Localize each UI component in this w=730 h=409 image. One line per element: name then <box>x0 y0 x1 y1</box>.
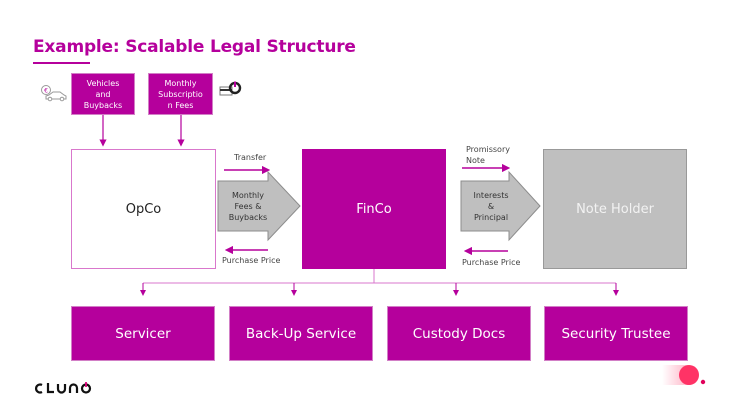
input-box-vehicles: Vehicles and Buybacks <box>71 73 135 115</box>
slide-title: Example: Scalable Legal Structure <box>33 37 356 57</box>
title-underline <box>33 62 90 64</box>
arrow-text-interests: Interests & Principal <box>473 191 509 222</box>
block-arrow-finco-note <box>460 170 541 242</box>
label-purchase-price-2: Purchase Price <box>462 258 521 267</box>
car-icon: € <box>40 84 68 102</box>
entity-opco: OpCo <box>71 149 216 269</box>
service-box-security-trustee: Security Trustee <box>544 306 688 361</box>
label-purchase-price-1: Purchase Price <box>222 256 281 265</box>
decorative-dot-icon <box>660 362 710 388</box>
arrow-text-monthly-fees: Monthly Fees & Buybacks <box>228 191 268 222</box>
entity-finco: FinCo <box>302 149 446 269</box>
service-box-backup-service: Back-Up Service <box>229 306 373 361</box>
cluno-logo <box>33 381 95 395</box>
service-box-servicer: Servicer <box>71 306 215 361</box>
label-transfer: Transfer <box>234 153 267 162</box>
input-box-subscription-fees: Monthly Subscriptio n Fees <box>148 73 213 115</box>
card-power-icon <box>219 80 243 98</box>
entity-note-holder: Note Holder <box>543 149 687 269</box>
block-arrow-opco-finco <box>217 170 301 242</box>
service-box-custody-docs: Custody Docs <box>387 306 531 361</box>
svg-text:€: € <box>44 88 48 95</box>
label-promissory-note: Promissory Note <box>466 145 510 165</box>
